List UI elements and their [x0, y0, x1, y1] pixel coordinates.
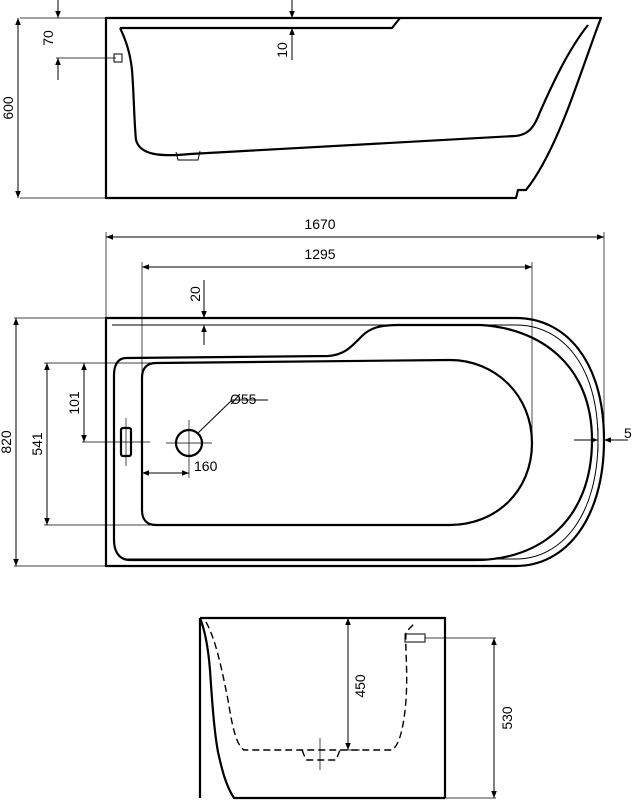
drain-leader-line [197, 399, 233, 434]
dim-drain-offset-label: 160 [194, 458, 218, 474]
dim-inner-depth-label: 450 [352, 674, 368, 698]
dim-overflow-height-label: 101 [66, 391, 82, 415]
dim-edge-gap-label: 5 [624, 425, 632, 441]
end-view-overflow [404, 633, 426, 643]
end-view-inner-basin [205, 621, 417, 751]
dim-width-label: 820 [0, 430, 14, 454]
side-view-outline [104, 16, 603, 200]
end-view: 450 530 [198, 616, 515, 800]
end-view-outline [198, 616, 447, 800]
top-view-outline [104, 316, 606, 568]
side-view-basin [119, 17, 589, 157]
dim-rim-width-label: 20 [187, 286, 203, 302]
top-view: 1670 1295 20 820 541 101 Ø55 160 [0, 216, 632, 568]
end-view-drain [301, 749, 341, 761]
dim-overflow-offset-label: 70 [40, 30, 56, 46]
dim-rim-label: 10 [274, 42, 290, 58]
dim-total-length-label: 1670 [304, 216, 335, 232]
dim-height-label: 600 [0, 96, 16, 120]
dim-total-depth-label: 530 [499, 706, 515, 730]
side-view: 600 70 10 [0, 0, 603, 200]
dim-drain-diameter-label: Ø55 [230, 391, 257, 407]
dim-inner-width-label: 541 [29, 432, 45, 456]
top-view-basin-floor [140, 358, 534, 527]
dim-inner-length-label: 1295 [304, 246, 335, 262]
side-view-drain [175, 150, 201, 161]
